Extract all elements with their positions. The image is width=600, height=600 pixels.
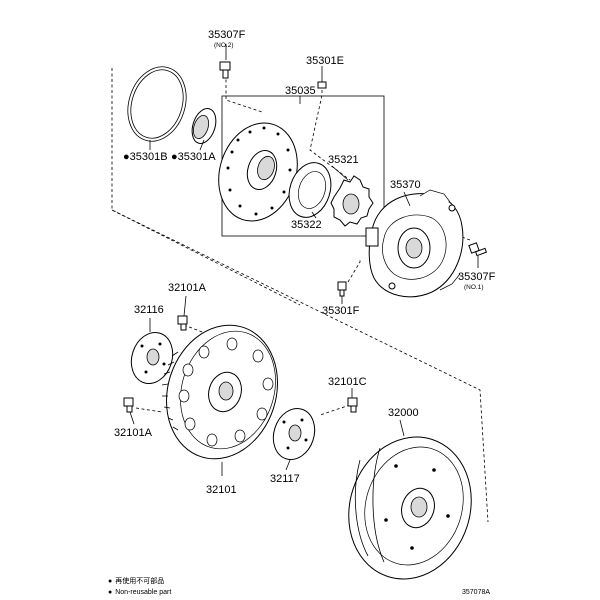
legend-line-1: ●再使用不可部品	[108, 576, 164, 585]
legend-line-2: ●Non-reusable part	[108, 589, 171, 596]
label-leaders	[129, 44, 479, 476]
label-35035: 35035	[285, 85, 316, 97]
bolt-35307F-no1	[468, 242, 488, 257]
non-reusable-marker: ●	[123, 151, 130, 163]
label-35370: 35370	[390, 179, 421, 191]
label-32101A-top: 32101A	[168, 282, 207, 294]
pump-body-holes	[226, 126, 292, 216]
label-32101A-left: 32101A	[114, 427, 153, 439]
bolt-32101C	[347, 397, 358, 413]
label-35301A: ●35301A	[171, 151, 216, 163]
label-35321: 35321	[328, 154, 359, 166]
label-32000: 32000	[388, 407, 419, 419]
pin-lower-dash	[347, 258, 361, 283]
label-35301F: 35301F	[322, 305, 360, 317]
drive-gear-35321	[330, 175, 374, 227]
label-35307F-top: 35307F	[208, 29, 246, 41]
label-35301B: ●35301B	[123, 151, 168, 163]
bolt-32101A-left-dash	[135, 407, 163, 413]
bolt-32101A-left	[123, 397, 134, 413]
bolt-35307F-no2	[219, 61, 231, 79]
label-35307F-right-sub: (NO.1)	[464, 284, 484, 291]
spacer-32116	[130, 332, 174, 384]
legend: ●再使用不可部品 ●Non-reusable part	[108, 576, 171, 596]
o-ring-35301B	[127, 66, 187, 142]
bolt-top-dash	[225, 74, 263, 113]
bolt-32101C-dash	[319, 404, 351, 416]
pin-35301E	[317, 81, 327, 89]
bolt-32101A-top	[177, 315, 188, 331]
outer-boundary-dash	[111, 68, 489, 523]
label-35301E: 35301E	[306, 55, 344, 67]
torque-converter-32000	[348, 436, 472, 580]
label-35307F-top-sub: (NO.2)	[214, 42, 234, 49]
label-32101C: 32101C	[328, 376, 367, 388]
driven-gear-35322	[288, 162, 332, 218]
label-35322: 35322	[291, 219, 322, 231]
figure-code: 357078A	[462, 589, 490, 596]
oil-seal-35301A	[191, 108, 217, 144]
label-32116: 32116	[134, 304, 164, 316]
pump-assembly-35370	[365, 189, 464, 298]
non-reusable-marker: ●	[171, 151, 178, 163]
pin-dash	[309, 90, 351, 181]
label-32101: 32101	[206, 484, 237, 496]
pin-35301F	[337, 281, 347, 297]
pump-body-35035	[218, 122, 298, 222]
drive-plate-32101	[161, 324, 278, 460]
label-35307F-right: 35307F	[458, 271, 496, 283]
spacer-32117	[272, 408, 316, 460]
inner-diagonal-dash	[111, 209, 301, 306]
label-32117: 32117	[270, 473, 300, 485]
part-labels: 35307F (NO.2) 35301E 35035 ●35301B ●3530…	[114, 29, 496, 496]
